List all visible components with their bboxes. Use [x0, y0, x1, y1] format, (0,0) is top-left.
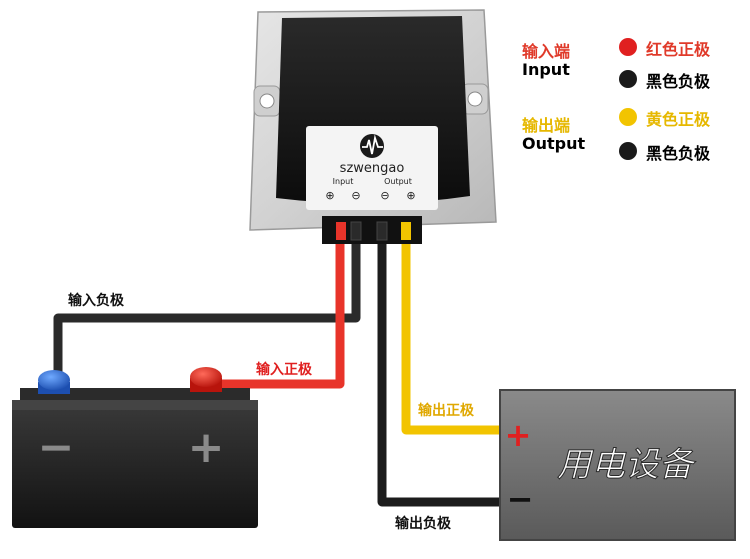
- red-dot-icon: [619, 38, 637, 56]
- wire-output-negative: [377, 238, 508, 507]
- terminal-symbol: ⊖: [380, 189, 389, 202]
- legend-yellow-positive: 黄色正极: [646, 110, 711, 129]
- black-dot-icon: [619, 142, 637, 160]
- wire-label-output-positive: 输出正极: [418, 402, 475, 419]
- battery-plus-sign: +: [188, 422, 225, 473]
- brand-logo: [360, 134, 384, 158]
- label-input: Input: [333, 177, 354, 186]
- legend-output-cn: 输出端: [522, 116, 571, 135]
- legend-black-negative-input: 黑色负极: [646, 72, 711, 91]
- legend-output-en: Output: [522, 134, 586, 153]
- black-dot-icon: [619, 70, 637, 88]
- wire-label-output-negative: 输出负极: [395, 515, 452, 532]
- wire-output-positive: [401, 238, 500, 435]
- device-label: 用电设备: [557, 445, 696, 485]
- wire-input-positive: [218, 238, 345, 389]
- terminal-symbol: ⊕: [406, 189, 415, 202]
- legend-red-positive: 红色正极: [646, 40, 711, 59]
- wires: [53, 238, 508, 507]
- legend-input-en: Input: [522, 60, 570, 79]
- battery-positive-terminal: [190, 367, 222, 392]
- yellow-dot-icon: [619, 108, 637, 126]
- battery: − +: [12, 367, 258, 528]
- terminal-symbol: ⊖: [351, 189, 360, 202]
- converter-module: szwengao Input Output ⊕ ⊖ ⊖ ⊕: [249, 9, 497, 244]
- battery-minus-sign: −: [38, 422, 75, 473]
- device-plus-sign: +: [505, 416, 532, 454]
- wire-label-input-negative: 输入负极: [68, 292, 125, 309]
- wire-label-input-positive: 输入正极: [256, 361, 313, 378]
- terminal-symbol: ⊕: [325, 189, 334, 202]
- brand-name: szwengao: [340, 161, 405, 176]
- legend-input-cn: 输入端: [522, 42, 571, 61]
- wire-input-negative: [53, 238, 361, 376]
- device-minus-sign: −: [507, 480, 534, 518]
- battery-negative-terminal: [38, 370, 70, 394]
- mount-hole-right: [467, 91, 483, 107]
- label-output: Output: [384, 177, 412, 186]
- mount-hole-left: [259, 93, 275, 109]
- legend-black-negative-output: 黑色负极: [646, 144, 711, 163]
- load-device: 用电设备 + −: [499, 389, 736, 541]
